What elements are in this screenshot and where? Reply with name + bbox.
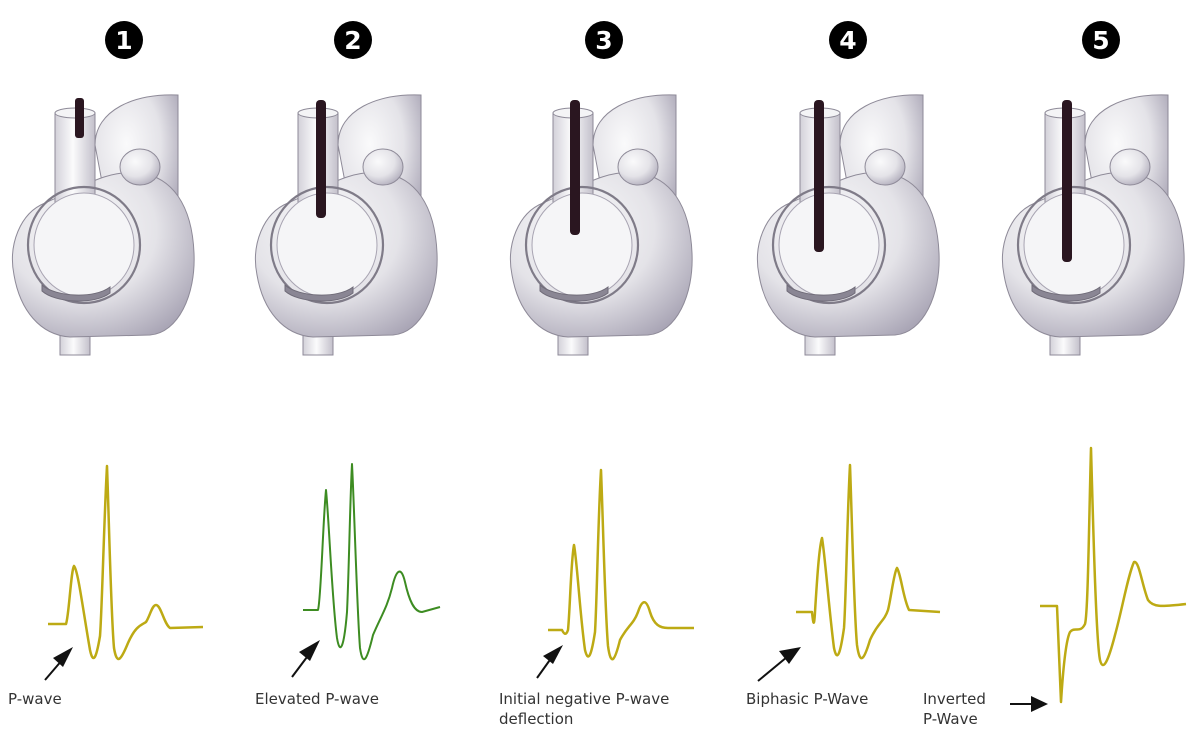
heart-4 (757, 95, 939, 355)
arrow-icon-4 (758, 647, 801, 681)
label-elevated-p-wave: Elevated P-wave (255, 689, 379, 709)
badge-4: 4 (829, 21, 867, 59)
catheter-4 (814, 100, 824, 252)
heart-1 (12, 95, 194, 355)
badge-1: 1 (105, 21, 143, 59)
heart-2 (255, 95, 437, 355)
ecg-trace-4 (796, 465, 940, 658)
badge-2-number: 2 (344, 26, 361, 55)
catheter-5 (1062, 100, 1072, 262)
heart-5 (1002, 95, 1184, 355)
ecg-trace-3 (548, 470, 694, 659)
arrow-icon-1 (45, 647, 73, 680)
label-p-wave: P-wave (8, 689, 62, 709)
catheter-2 (316, 100, 326, 218)
catheter-1 (75, 98, 84, 138)
badge-3-number: 3 (595, 26, 612, 55)
label-inverted-line2: P-Wave (923, 709, 978, 729)
badge-5: 5 (1082, 21, 1120, 59)
badge-4-number: 4 (839, 26, 856, 55)
badge-2: 2 (334, 21, 372, 59)
ecg-trace-2 (303, 464, 440, 659)
label-initial-negative-line1: Initial negative P-wave (499, 689, 669, 709)
badge-3: 3 (585, 21, 623, 59)
label-biphasic-p-wave: Biphasic P-Wave (746, 689, 868, 709)
arrow-icon-3 (537, 645, 563, 678)
ecg-trace-5 (1040, 448, 1186, 702)
ecg-trace-1 (48, 466, 203, 659)
catheter-3 (570, 100, 580, 235)
badge-1-number: 1 (115, 26, 132, 55)
heart-3 (510, 95, 692, 355)
label-initial-negative-line2: deflection (499, 709, 573, 729)
badge-5-number: 5 (1092, 26, 1109, 55)
label-inverted-line1: Inverted (923, 689, 986, 709)
arrow-icon-5 (1010, 696, 1048, 712)
arrow-icon-2 (292, 640, 320, 677)
